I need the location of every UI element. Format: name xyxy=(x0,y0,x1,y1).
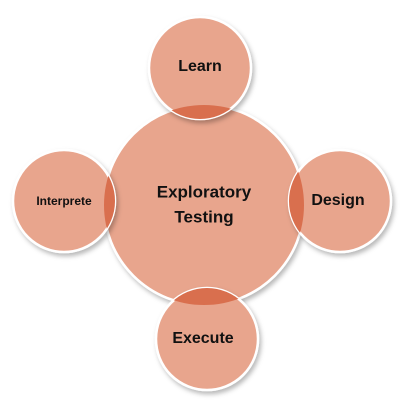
execute-label: Execute xyxy=(172,330,233,347)
design-label: Design xyxy=(311,192,364,209)
center-label-line1: Exploratory xyxy=(157,182,252,201)
interprete-label: Interprete xyxy=(36,194,92,208)
center-label-line2: Testing xyxy=(174,207,233,226)
center-circle xyxy=(102,103,306,307)
learn-label: Learn xyxy=(178,58,222,75)
